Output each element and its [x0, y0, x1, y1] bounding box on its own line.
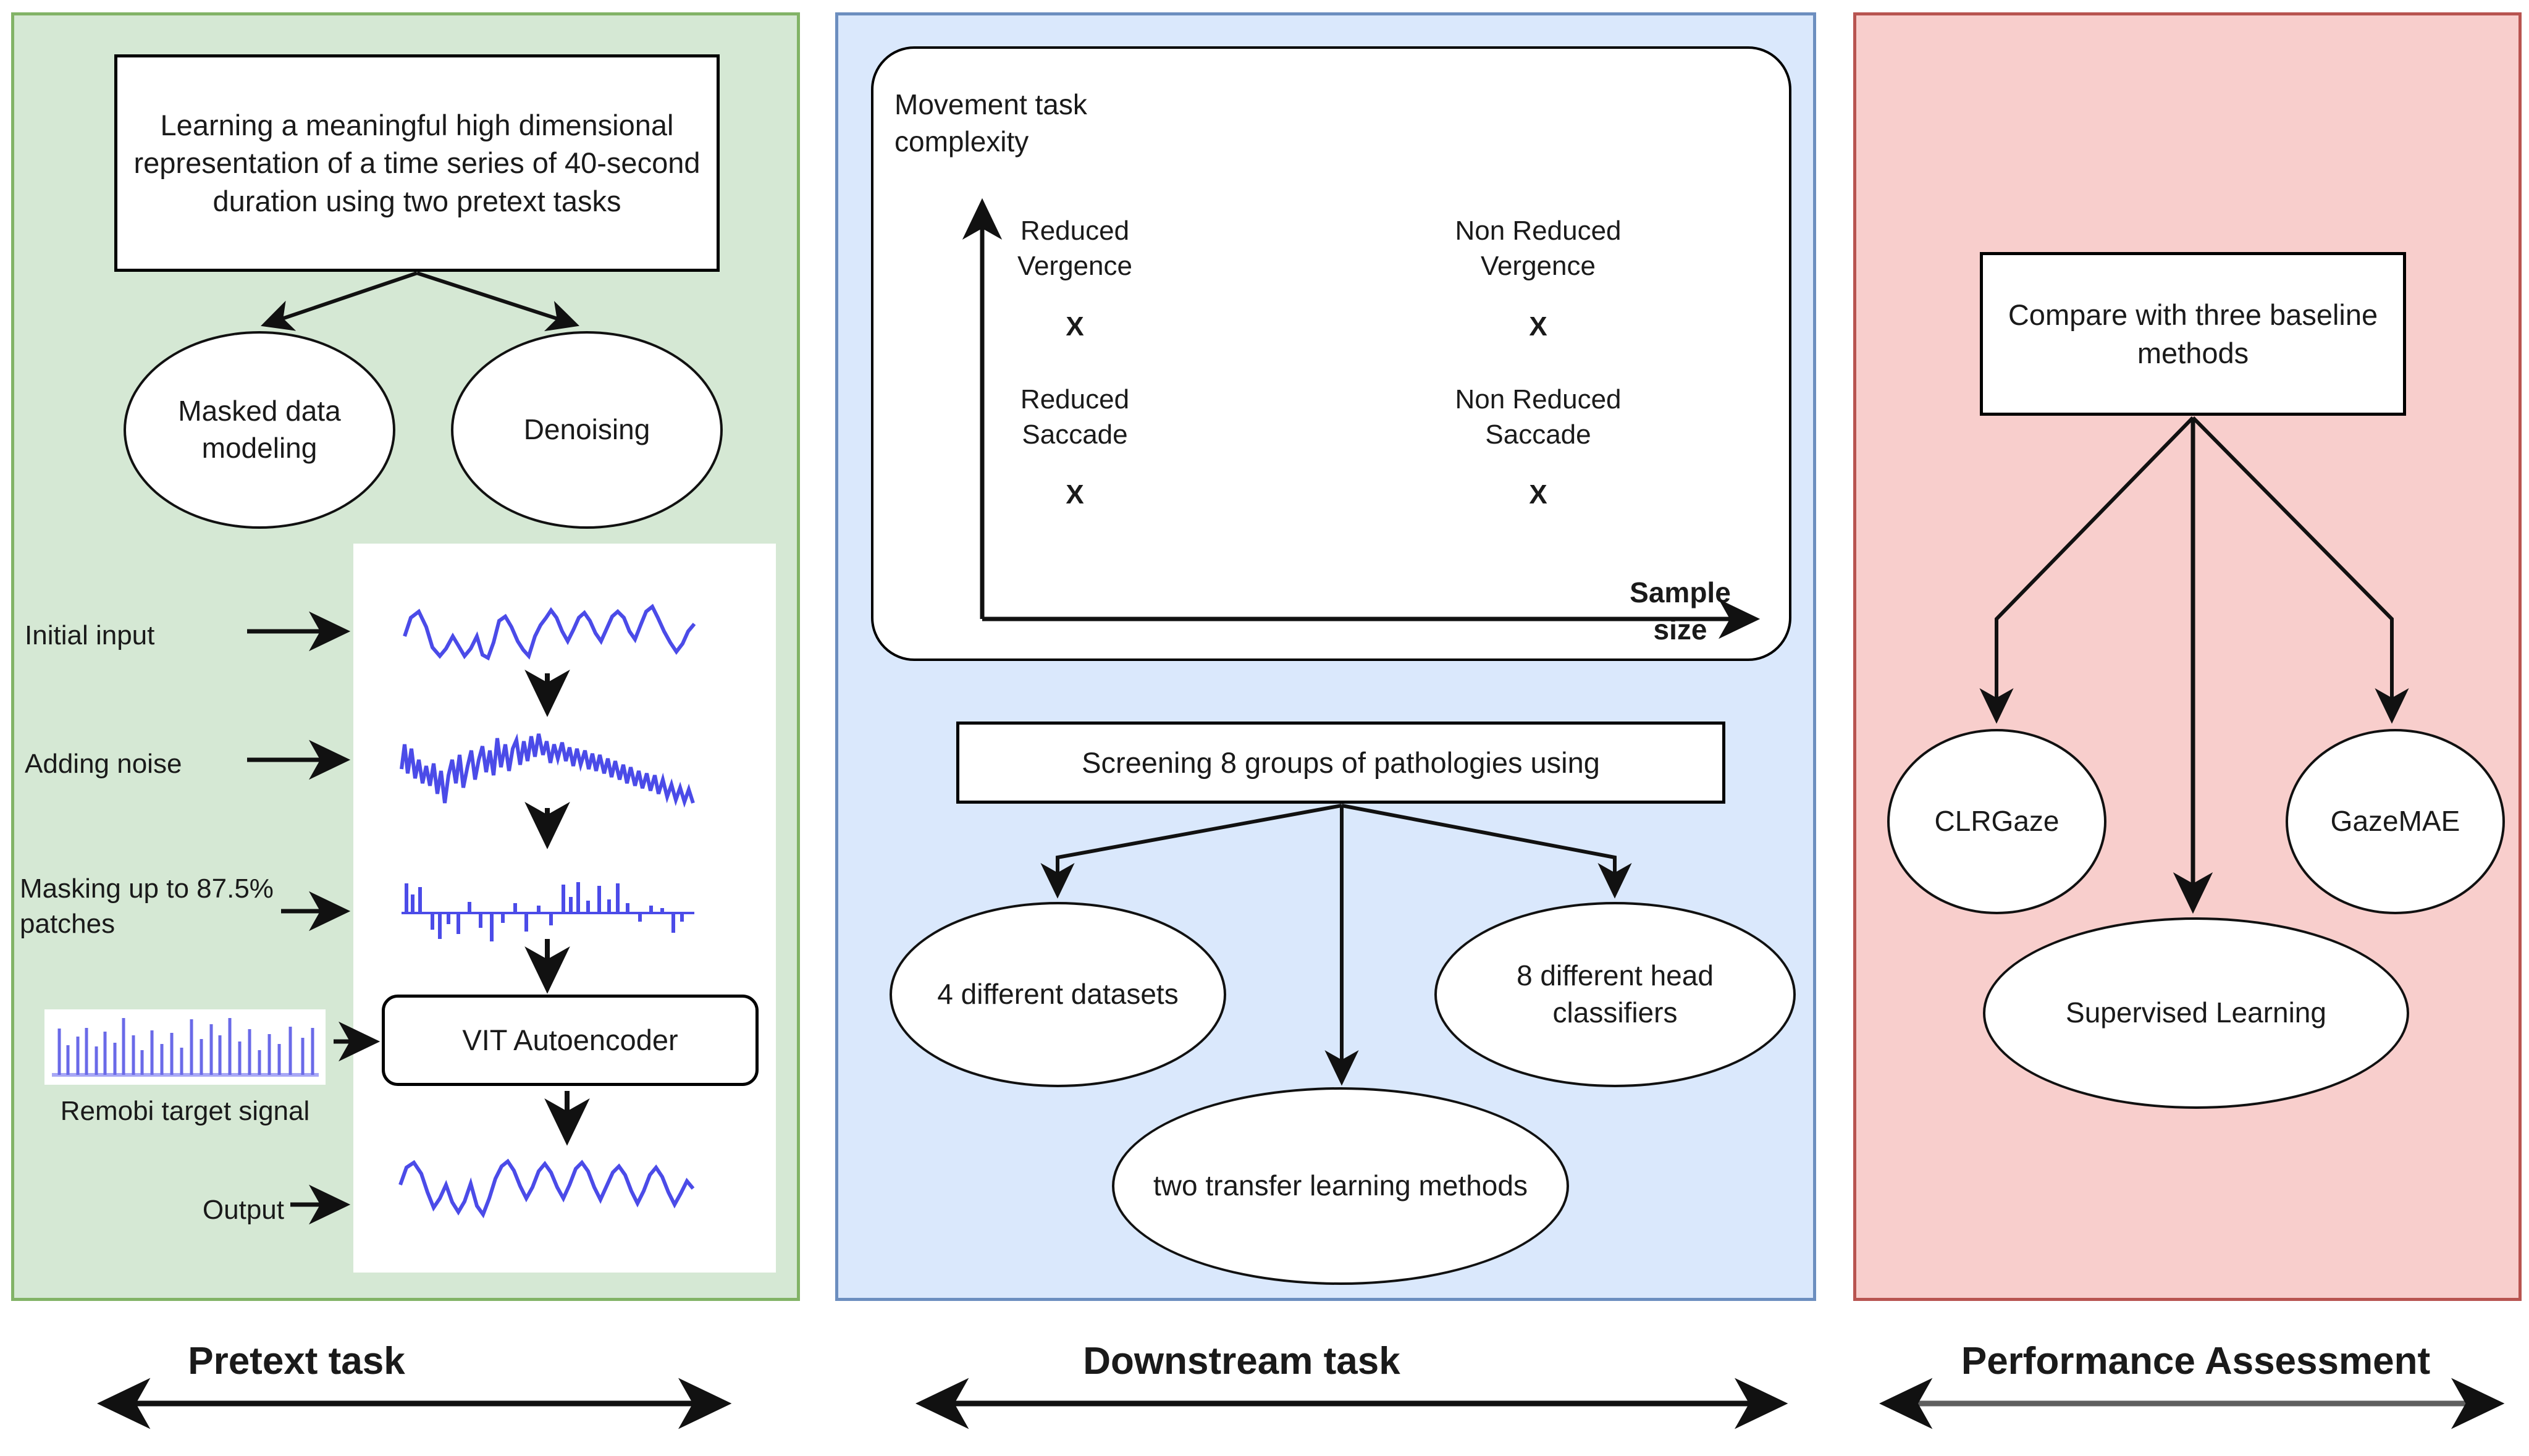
- remobi-signal-backdrop: [44, 1009, 326, 1085]
- pipeline-label-output: Output: [202, 1195, 284, 1225]
- quadrant-marker-non-reduced-saccade: X: [1529, 479, 1547, 510]
- baseline-ellipse-supervised-learning-label: Supervised Learning: [2066, 996, 2326, 1029]
- quadrant-marker-reduced-saccade: X: [1066, 479, 1084, 510]
- compare-baselines-box-label: Compare with three baseline methods: [2008, 298, 2378, 369]
- pipeline-label-initial-input: Initial input: [25, 620, 155, 650]
- pipeline-label-adding-noise: Adding noise: [25, 749, 182, 779]
- quadrant-cell-reduced-saccade: Reduced Saccade: [1020, 384, 1130, 450]
- quadrant-marker-non-reduced-vergence: X: [1529, 311, 1547, 342]
- downstream-ellipse-head-classifiers: 8 different head classifiers: [1434, 902, 1796, 1087]
- pretext-ellipse-denoising: Denoising: [451, 331, 723, 529]
- quadrant-cell-reduced-vergence: Reduced Vergence: [1017, 216, 1132, 282]
- quadrant-chart-x-axis-label: Sample size: [1630, 576, 1731, 646]
- screening-box-label: Screening 8 groups of pathologies using: [1082, 746, 1600, 779]
- compare-baselines-box: Compare with three baseline methods: [1980, 252, 2406, 416]
- band-label-pretext-task: Pretext task: [188, 1340, 405, 1382]
- quadrant-chart-y-axis-label: Movement task complexity: [894, 88, 1087, 158]
- baseline-ellipse-supervised-learning: Supervised Learning: [1983, 917, 2409, 1109]
- quadrant-cell-non-reduced-vergence: Non Reduced Vergence: [1455, 216, 1622, 282]
- downstream-ellipse-datasets: 4 different datasets: [890, 902, 1226, 1087]
- downstream-ellipse-transfer-learning-label: two transfer learning methods: [1153, 1169, 1528, 1202]
- quadrant-cell-non-reduced-saccade: Non Reduced Saccade: [1455, 384, 1622, 450]
- screening-box: Screening 8 groups of pathologies using: [956, 722, 1725, 804]
- downstream-ellipse-datasets-label: 4 different datasets: [937, 978, 1179, 1011]
- downstream-ellipse-transfer-learning: two transfer learning methods: [1112, 1087, 1569, 1285]
- baseline-ellipse-gazemae: GazeMAE: [2286, 729, 2505, 914]
- quadrant-marker-reduced-vergence: X: [1066, 311, 1084, 342]
- pretext-root-box: Learning a meaningful high dimensional r…: [114, 54, 720, 272]
- vit-autoencoder-box: VIT Autoencoder: [382, 995, 759, 1086]
- pretext-signal-pipeline-backdrop: [353, 544, 776, 1273]
- pretext-ellipse-denoising-label: Denoising: [523, 413, 650, 446]
- downstream-ellipse-head-classifiers-label: 8 different head classifiers: [1517, 959, 1714, 1029]
- baseline-ellipse-clrgaze-label: CLRGaze: [1934, 805, 2060, 838]
- band-label-downstream-task: Downstream task: [1083, 1340, 1400, 1382]
- pipeline-label-remobi-target-signal: Remobi target signal: [60, 1096, 310, 1126]
- pretext-ellipse-masked-data-modeling: Masked data modeling: [124, 331, 395, 529]
- band-label-performance-assessment: Performance Assessment: [1961, 1340, 2431, 1382]
- quadrant-chart-container: [871, 46, 1791, 661]
- baseline-ellipse-gazemae-label: GazeMAE: [2330, 805, 2460, 838]
- pretext-ellipse-masked-data-modeling-label: Masked data modeling: [178, 395, 341, 464]
- pipeline-label-masking-patches: Masking up to 87.5% patches: [20, 873, 274, 940]
- baseline-ellipse-clrgaze: CLRGaze: [1887, 729, 2106, 914]
- vit-autoencoder-label: VIT Autoencoder: [462, 1024, 678, 1057]
- pretext-root-box-label: Learning a meaningful high dimensional r…: [133, 109, 701, 217]
